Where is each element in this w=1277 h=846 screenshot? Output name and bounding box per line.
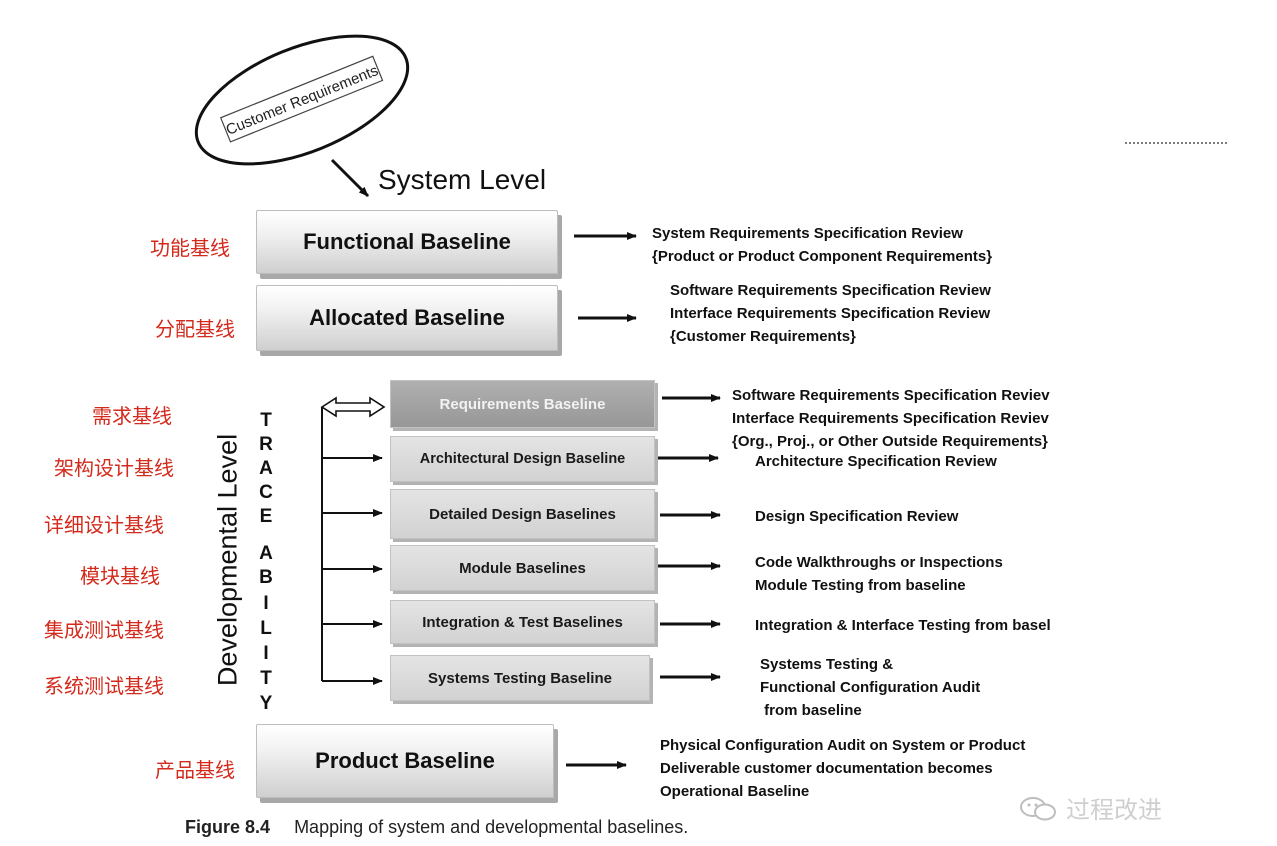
detailed-review: Design Specification Review	[755, 505, 958, 528]
module-baseline-cn: 模块基线	[80, 564, 160, 588]
review-line: {Customer Requirements}	[670, 328, 856, 345]
systems-testing-baseline-cn: 系统测试基线	[44, 674, 164, 698]
product-review: Physical Configuration Audit on System o…	[660, 734, 1025, 803]
detailed-baseline-label: Detailed Design Baselines	[429, 505, 616, 523]
architectural-baseline-label: Architectural Design Baseline	[419, 451, 626, 467]
integration-baseline-label: Integration & Test Baselines	[422, 613, 623, 631]
trace-letter: Y	[259, 693, 273, 714]
trace-letter: T	[260, 410, 272, 431]
left-connectors	[322, 454, 383, 685]
trace-letter: E	[259, 506, 273, 527]
integration-baseline-box: Integration & Test Baselines	[390, 600, 655, 644]
systems-testing-baseline-box: Systems Testing Baseline	[390, 655, 650, 701]
watermark: 过程改进	[1018, 790, 1162, 825]
wechat-icon	[1020, 796, 1056, 820]
review-line: Code Walkthroughs or Inspections	[755, 554, 1003, 571]
review-line: Architecture Specification Review	[755, 453, 997, 470]
product-baseline-box: Product Baseline	[256, 724, 554, 798]
system-level-title: System Level	[378, 164, 547, 195]
review-line: System Requirements Specification Review	[652, 225, 963, 242]
architectural-review: Architecture Specification Review	[755, 450, 997, 473]
review-line: Functional Configuration Audit	[760, 679, 981, 696]
review-line: Systems Testing &	[760, 656, 894, 673]
trace-letter: C	[259, 482, 273, 503]
review-line: Interface Requirements Specification Rev…	[732, 410, 1049, 427]
requirements-baseline-cn: 需求基线	[92, 404, 172, 428]
systems-testing-review: Systems Testing & Functional Configurati…	[760, 653, 980, 722]
trace-letter: A	[259, 543, 273, 564]
requirements-review: Software Requirements Specification Revi…	[732, 384, 1124, 453]
review-line: Deliverable customer documentation becom…	[660, 760, 993, 777]
trace-letter: T	[260, 668, 272, 689]
figure-caption-text: Mapping of system and developmental base…	[294, 817, 689, 837]
module-review: Code Walkthroughs or Inspections Module …	[755, 551, 1003, 597]
systems-testing-baseline-label: Systems Testing Baseline	[428, 669, 612, 687]
architectural-baseline-box: Architectural Design Baseline	[390, 436, 655, 482]
developmental-level-label: Developmental Level	[212, 433, 243, 687]
allocated-baseline-box: Allocated Baseline	[256, 285, 558, 351]
requirements-baseline-box: Requirements Baseline	[390, 380, 655, 428]
trace-letter: B	[259, 567, 273, 588]
allocated-review: Software Requirements Specification Revi…	[670, 279, 991, 348]
right-connectors	[656, 394, 721, 681]
detailed-baseline-cn: 详细设计基线	[44, 513, 164, 537]
review-line: Integration & Interface Testing from bas…	[755, 617, 1051, 634]
review-line: Design Specification Review	[755, 508, 959, 525]
detailed-baseline-box: Detailed Design Baselines	[390, 489, 655, 539]
integration-review: Integration & Interface Testing from bas…	[755, 614, 1125, 637]
trace-letter: L	[260, 618, 272, 639]
functional-review: System Requirements Specification Review…	[652, 222, 992, 268]
figure-number: Figure 8.4	[185, 817, 271, 837]
review-line: Interface Requirements Specification Rev…	[670, 305, 991, 322]
functional-baseline-label: Functional Baseline	[303, 229, 511, 254]
figure-caption: Figure 8.4 Mapping of system and develop…	[185, 817, 688, 838]
review-line: Module Testing from baseline	[755, 577, 966, 594]
integration-baseline-cn: 集成测试基线	[44, 618, 164, 642]
customer-requirements-ellipse: Customer Requirements	[194, 34, 410, 166]
allocated-baseline-label: Allocated Baseline	[309, 305, 505, 330]
review-line: {Product or Product Component Requiremen…	[652, 248, 993, 265]
requirements-baseline-label: Requirements Baseline	[439, 395, 606, 413]
module-baseline-box: Module Baselines	[390, 545, 655, 591]
allocated-baseline-cn: 分配基线	[155, 317, 235, 341]
architectural-baseline-cn: 架构设计基线	[54, 456, 174, 480]
review-line: {Org., Proj., or Other Outside Requireme…	[732, 433, 1048, 450]
trace-letter: A	[259, 458, 273, 479]
trace-letter: R	[259, 434, 273, 455]
trace-letter: I	[263, 593, 269, 614]
ellipse-arrow	[330, 158, 370, 198]
watermark-text: 过程改进	[1066, 796, 1162, 824]
functional-baseline-cn: 功能基线	[150, 236, 230, 260]
trace-letter: I	[263, 643, 269, 664]
hollow-double-arrow	[320, 396, 386, 418]
product-baseline-label: Product Baseline	[315, 748, 495, 773]
review-line: Physical Configuration Audit on System o…	[660, 737, 1026, 754]
review-line: Operational Baseline	[660, 783, 810, 800]
product-baseline-cn: 产品基线	[155, 758, 235, 782]
functional-baseline-box: Functional Baseline	[256, 210, 558, 274]
review-line: Software Requirements Specification Revi…	[732, 387, 1050, 404]
module-baseline-label: Module Baselines	[459, 559, 586, 577]
review-line: from baseline	[760, 702, 862, 719]
review-line: Software Requirements Specification Revi…	[670, 282, 991, 299]
